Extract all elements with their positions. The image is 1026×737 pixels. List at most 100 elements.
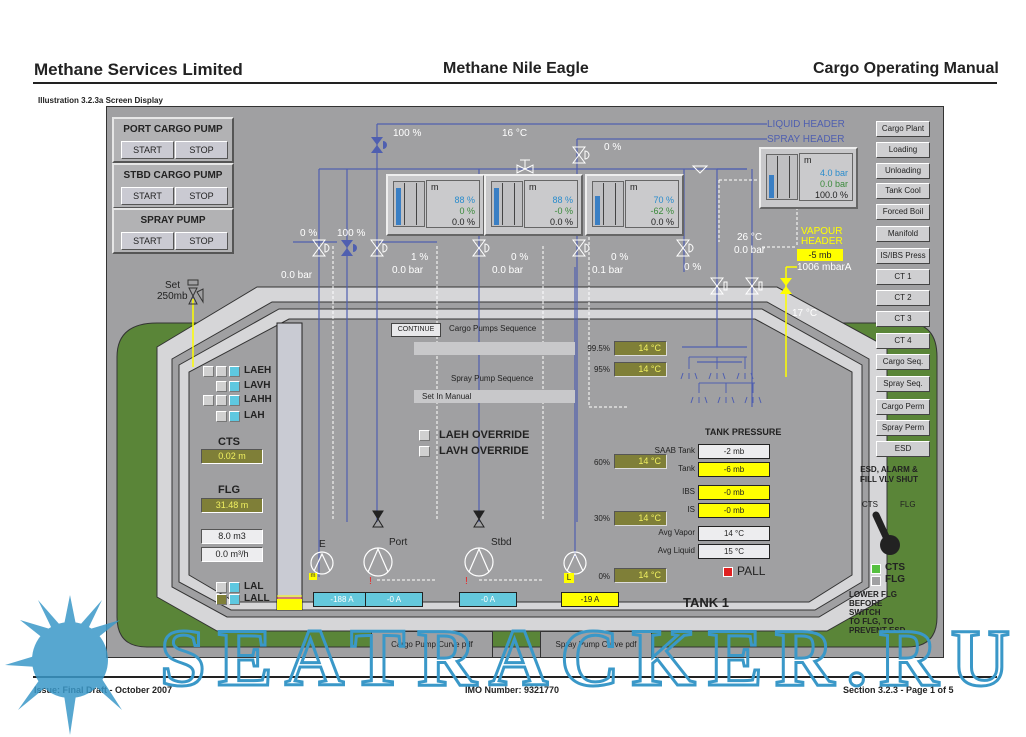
pressure-row-value: 14 °C — [698, 526, 770, 541]
spray-pump-panel: SPRAY PUMP START STOP — [112, 208, 234, 254]
spray-pump-stop-button[interactable]: STOP — [175, 232, 228, 250]
header-pressure: 0.0 bar — [734, 245, 766, 256]
cargo-pump-curve-link[interactable]: Cargo Pump Curve pdf — [371, 631, 493, 657]
temp-level-label: 0% — [598, 572, 610, 581]
port-cargo-pump-panel: PORT CARGO PUMP START STOP — [112, 117, 234, 163]
port-pump-icon — [363, 547, 393, 577]
cts-label: CTS — [218, 436, 240, 448]
spray-sequence-status: Set In Manual — [414, 390, 575, 403]
valve-3-pct: 0 % — [611, 252, 629, 263]
nav-button-spray-perm[interactable]: Spray Perm — [876, 420, 930, 436]
temp-level-label: 95% — [593, 365, 610, 374]
alarm-lamp — [203, 395, 214, 406]
level-bar — [396, 188, 401, 225]
switch-cts-label: CTS — [862, 500, 878, 509]
valve-3-bar: 0.1 bar — [592, 265, 624, 276]
alarm-lamp — [216, 366, 227, 377]
cargo-pump-gauge-2: m 88 % -0 % 0.0 % — [484, 174, 583, 236]
liquid-header-label: LIQUID HEADER — [767, 119, 845, 130]
valve-icon — [341, 240, 357, 256]
volume-value: 8.0 m3 — [201, 529, 263, 544]
level-bar — [494, 188, 499, 225]
esd-title: ESD, ALARM & FILL VLV SHUT — [859, 465, 919, 485]
vapour-abs-pressure: 1006 mbarA — [797, 262, 852, 273]
stbd-pump-icon — [464, 547, 494, 577]
nav-button-ct-3[interactable]: CT 3 — [876, 311, 930, 327]
pressure-row-label: Tank — [678, 464, 695, 473]
alarm-lahh: LAHH — [244, 394, 272, 405]
vapour-temperature: 17 °C — [792, 308, 818, 319]
alarm-lamp — [229, 411, 240, 422]
top-valve-pct: 100 % — [393, 128, 422, 139]
vapour-header-label: VAPOUR HEADER — [801, 227, 843, 247]
spray-pump-start-button[interactable]: START — [121, 232, 174, 250]
stbd-pump-stop-button[interactable]: STOP — [175, 187, 228, 205]
warning-line: LOWER FLG — [849, 590, 897, 599]
nav-button-cargo-perm[interactable]: Cargo Perm — [876, 399, 930, 415]
alarm-lah: LAH — [244, 410, 265, 421]
nav-button-ct-4[interactable]: CT 4 — [876, 333, 930, 349]
esd-title-line1: ESD, ALARM & — [860, 465, 918, 474]
esd-title-line2: FILL VLV SHUT — [860, 475, 918, 484]
esd-warning: LOWER FLG BEFORE SWITCH TO FLG, TO PREVE… — [849, 590, 905, 635]
port-discharge-valve-icon — [372, 510, 384, 528]
cts-mode-indicator — [871, 564, 881, 574]
pall-label: PALL — [737, 564, 766, 578]
alarm-lamp — [229, 582, 240, 593]
valve-icon — [710, 277, 728, 295]
stbd-pump-alarm: ! — [465, 576, 468, 587]
alarm-lavh: LAVH — [244, 380, 271, 391]
cargo-sequence-title: Cargo Pumps Sequence — [449, 324, 537, 333]
nav-button-loading[interactable]: Loading — [876, 142, 930, 158]
pressure-row-value: -2 mb — [698, 444, 770, 459]
alarm-lamp — [229, 594, 240, 605]
flow-value: 0.0 m³/h — [201, 547, 263, 562]
spray-header-label: SPRAY HEADER — [767, 134, 845, 145]
stbd-pump-label: Stbd — [491, 537, 512, 548]
valve-1-bar: 0.0 bar — [392, 265, 424, 276]
gauge-value-3: 0.0 % — [650, 217, 674, 227]
header-temp: 16 °C — [502, 128, 528, 139]
alarm-lamp — [216, 594, 227, 605]
alarm-laeh: LAEH — [244, 365, 272, 376]
warning-line: BEFORE — [849, 599, 883, 608]
temp-value: 14 °C — [614, 568, 667, 583]
footer-rule — [33, 676, 997, 678]
spray-pump-gauge: m 70 % -62 % 0.0 % — [585, 174, 684, 236]
pressure-row-value: -0 mb — [698, 485, 770, 500]
nav-button-manifold[interactable]: Manifold — [876, 226, 930, 242]
stbd-pump-amps: -0 A — [459, 592, 517, 607]
nav-button-is-ibs-press[interactable]: IS/IBS Press — [876, 248, 930, 264]
nav-button-cargo-seq[interactable]: Cargo Seq. — [876, 354, 930, 370]
nav-button-ct-1[interactable]: CT 1 — [876, 269, 930, 285]
footer-issue: Issue: Final Draft - October 2007 — [34, 685, 173, 695]
nav-button-forced-boil[interactable]: Forced Boil — [876, 204, 930, 220]
tank-inner — [188, 318, 853, 603]
laeh-override-checkbox[interactable] — [419, 430, 430, 441]
alarm-lal: LAL — [244, 581, 264, 592]
gauge-value-1: 70 % — [653, 195, 674, 205]
flg-mode-indicator — [871, 576, 881, 586]
port-pump-alarm: ! — [369, 576, 372, 587]
cts-flg-selector-switch[interactable] — [862, 507, 907, 557]
flg-value: 31.48 m — [201, 498, 263, 513]
lavh-override-checkbox[interactable] — [419, 446, 430, 457]
gauge-value-3: 0.0 % — [451, 217, 475, 227]
nav-button-cargo-plant[interactable]: Cargo Plant — [876, 121, 930, 137]
nav-button-spray-seq[interactable]: Spray Seq. — [876, 376, 930, 392]
pressure-row-label: Avg Liquid — [657, 546, 695, 555]
level-bar — [595, 195, 600, 225]
alarm-lamp — [216, 582, 227, 593]
port-pump-start-button[interactable]: START — [121, 141, 174, 159]
nav-button-unloading[interactable]: Unloading — [876, 163, 930, 179]
pressure-row-value: 15 °C — [698, 544, 770, 559]
valve-2-bar: 0.0 bar — [492, 265, 524, 276]
port-pump-stop-button[interactable]: STOP — [175, 141, 228, 159]
nav-button-ct-2[interactable]: CT 2 — [876, 290, 930, 306]
stbd-pump-start-button[interactable]: START — [121, 187, 174, 205]
spray-pump-curve-link[interactable]: Spray Pump Curve pdf — [540, 631, 652, 657]
spray-sequence-title: Spray Pump Sequence — [451, 374, 534, 383]
nav-button-esd[interactable]: ESD — [876, 441, 930, 457]
continue-button[interactable]: CONTINUE — [391, 323, 441, 337]
nav-button-tank-cool[interactable]: Tank Cool — [876, 183, 930, 199]
